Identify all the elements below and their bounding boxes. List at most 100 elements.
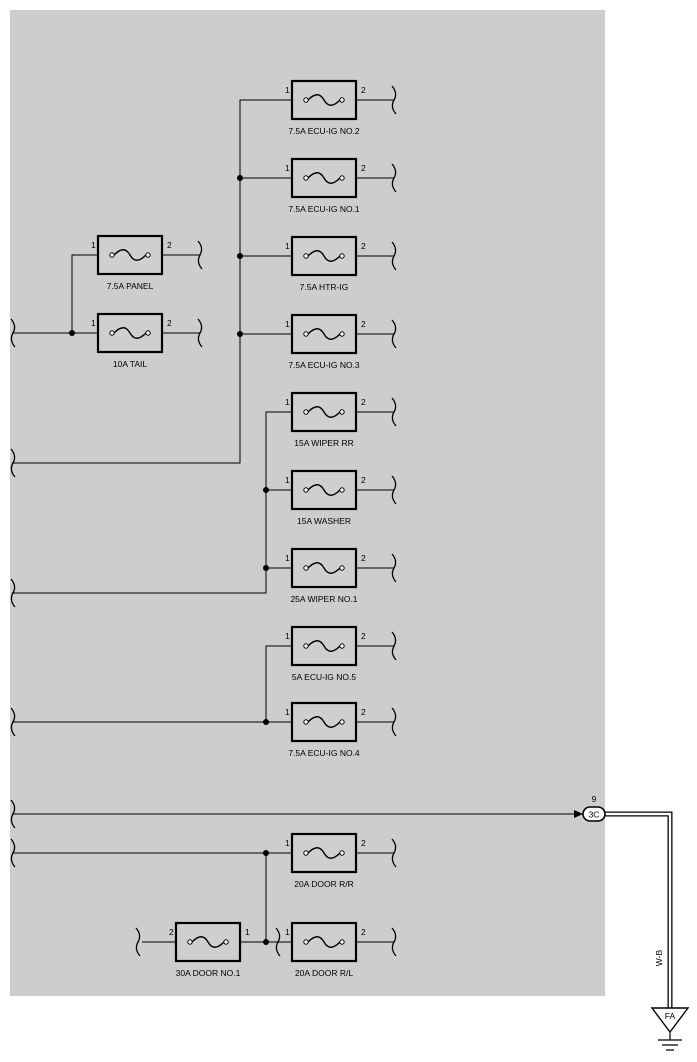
ground-icon [658, 1032, 682, 1051]
fuse-icon [307, 406, 341, 418]
fuse-terminal [109, 330, 115, 336]
fuse-terminal [303, 97, 309, 103]
fuse-terminal [223, 939, 229, 945]
fuse-label: 7.5A ECU-IG NO.3 [288, 360, 360, 370]
connector-body [582, 806, 606, 822]
fuse-pin-left: 1 [285, 631, 290, 641]
wire-input-ecu-ig-no5-no4 [12, 645, 292, 723]
fuse-pin-right: 2 [361, 927, 366, 937]
fuse-label: 7.5A PANEL [107, 281, 154, 291]
fuse-icon [191, 936, 225, 948]
fuse-terminal [339, 939, 345, 945]
fuse-terminal [145, 330, 151, 336]
wire-break-icon [10, 578, 16, 608]
fuse-panel[interactable]: 1 2 7.5A PANEL [91, 234, 200, 291]
wire-input-wiper-group [12, 411, 292, 594]
junction-dot [263, 565, 269, 571]
wire-break-icon [10, 707, 16, 737]
fuse-icon [307, 484, 341, 496]
fuse-pin-right: 2 [361, 553, 366, 563]
connector-pin: 9 [592, 794, 597, 804]
fuse-terminal [303, 850, 309, 856]
wb-ground-wire-inner [604, 812, 672, 1008]
fuse-pin-left: 1 [285, 707, 290, 717]
fuse-pin-right: 1 [245, 927, 250, 937]
junction-dot [263, 850, 269, 856]
fuse-terminal [303, 719, 309, 725]
fuse-label: 7.5A ECU-IG NO.4 [288, 748, 360, 758]
fuse-terminal [339, 175, 345, 181]
wire-break-icon [135, 927, 141, 957]
ground-code: FA [665, 1011, 676, 1021]
fuse-pin-right: 2 [361, 163, 366, 173]
fuse-icon [307, 562, 341, 574]
fuse-terminal [303, 331, 309, 337]
fuse-pin-right: 2 [361, 707, 366, 717]
wire-break-icon [10, 838, 16, 868]
connector-code: 3C [589, 810, 600, 820]
fuse-label: 20A DOOR R/L [295, 968, 353, 978]
fuse-pin-right: 2 [167, 240, 172, 250]
fuse-pin-left: 1 [285, 475, 290, 485]
fuse-pin-right: 2 [361, 85, 366, 95]
wire-break-icon [10, 799, 16, 829]
fuse-pin-left: 1 [285, 85, 290, 95]
wire-color-label: W-B [654, 949, 664, 966]
fuse-terminal [187, 939, 193, 945]
fuse-icon [113, 327, 147, 339]
fuse-terminal [303, 175, 309, 181]
fuse-terminal [339, 850, 345, 856]
fuse-terminal [109, 252, 115, 258]
fuse-terminal [339, 409, 345, 415]
junction-dot [237, 253, 243, 259]
wire-input-ecu-ig-group [12, 99, 292, 464]
fuse-pin-left: 1 [91, 318, 96, 328]
wire-break-icon [10, 448, 16, 478]
fuse-pin-left: 1 [285, 163, 290, 173]
fuse-terminal [339, 253, 345, 259]
fuse-pin-right: 2 [361, 631, 366, 641]
junction-dot [263, 487, 269, 493]
fuse-icon [113, 249, 147, 261]
fuse-pin-right: 2 [361, 397, 366, 407]
fuse-pin-right: 2 [361, 319, 366, 329]
fuse-terminal [339, 643, 345, 649]
wire-break-icon [10, 318, 16, 348]
fuse-label: 15A WASHER [297, 516, 351, 526]
fuse-ecu-ig-no4[interactable]: 1 2 7.5A ECU-IG NO.4 [285, 701, 394, 758]
fuse-terminal [303, 565, 309, 571]
fuse-label: 20A DOOR R/R [294, 879, 354, 889]
fuse-door-rl[interactable]: 1 2 20A DOOR R/L [285, 921, 394, 978]
junction-dot [237, 175, 243, 181]
fuse-terminal [339, 487, 345, 493]
junction-dot [263, 719, 269, 725]
fuse-terminal [339, 331, 345, 337]
fuse-terminal [339, 719, 345, 725]
fuse-label: 7.5A HTR-IG [300, 282, 349, 292]
fuse-terminal [303, 939, 309, 945]
ground-fa[interactable]: FA [650, 1007, 690, 1051]
fuse-pin-left: 1 [91, 240, 96, 250]
fuse-label: 15A WIPER RR [294, 438, 354, 448]
junction-dot [237, 331, 243, 337]
fuse-icon [307, 640, 341, 652]
fuse-icon [307, 847, 341, 859]
fuse-pin-left: 1 [285, 927, 290, 937]
fuse-icon [307, 716, 341, 728]
fuse-terminal [339, 565, 345, 571]
fuse-terminal [303, 487, 309, 493]
connector-3c[interactable]: 3C 9 [582, 794, 606, 822]
